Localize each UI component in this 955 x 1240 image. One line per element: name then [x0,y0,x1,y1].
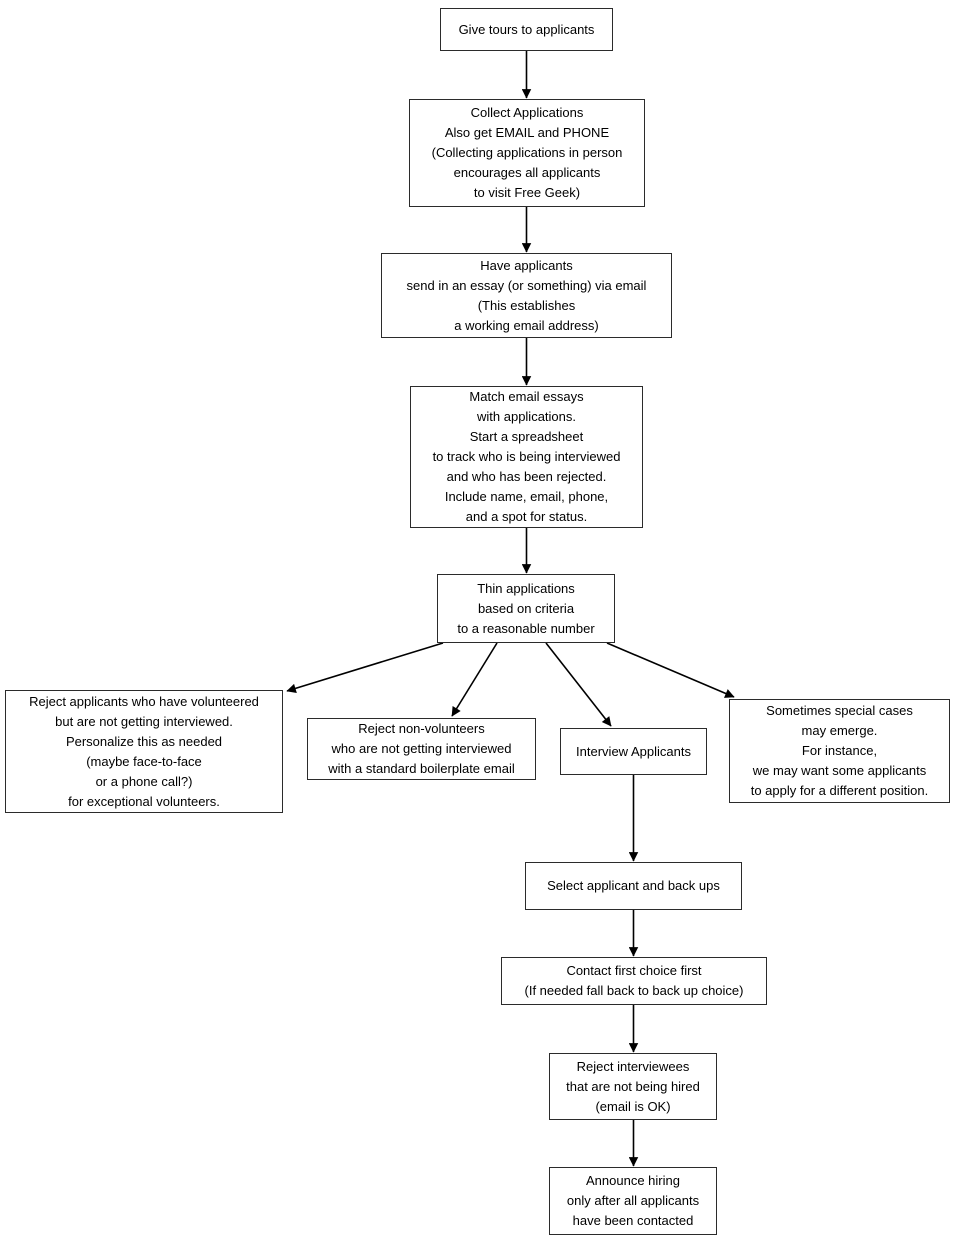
edge-thin-to-reject-volunteers [286,642,444,693]
node-interview-applicants: Interview Applicants [560,728,707,775]
edge-thin-to-reject-nonvolunteers [451,642,498,717]
edge-thin-to-special-cases [606,642,735,698]
node-special-cases: Sometimes special cases may emerge. For … [729,699,950,803]
node-thin-applications: Thin applications based on criteria to a… [437,574,615,643]
node-reject-nonvolunteers: Reject non-volunteers who are not gettin… [307,718,536,780]
node-contact-first-choice: Contact first choice first (If needed fa… [501,957,767,1005]
node-give-tours: Give tours to applicants [440,8,613,51]
edge-thin-to-interview [545,642,612,727]
node-send-essay: Have applicants send in an essay (or som… [381,253,672,338]
node-match-essays: Match email essays with applications. St… [410,386,643,528]
node-reject-interviewees: Reject interviewees that are not being h… [549,1053,717,1120]
node-announce-hiring: Announce hiring only after all applicant… [549,1167,717,1235]
node-reject-volunteers: Reject applicants who have volunteered b… [5,690,283,813]
node-collect-applications: Collect Applications Also get EMAIL and … [409,99,645,207]
node-select-applicant: Select applicant and back ups [525,862,742,910]
